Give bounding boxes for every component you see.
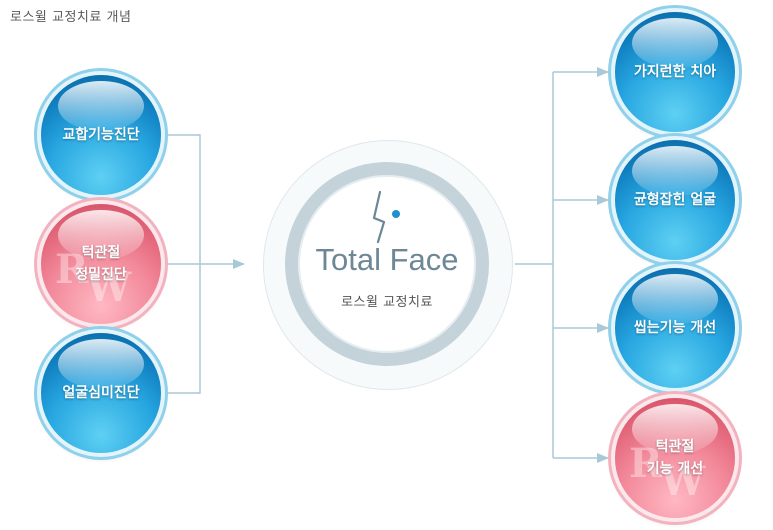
- bubble-label: 가지런한 치아: [633, 63, 717, 80]
- bubble-label: 얼굴심미진단: [62, 384, 140, 401]
- result-straight-teeth-bubble: 가지런한 치아: [615, 12, 735, 132]
- diagnosis-facial-aesthetics-bubble: 얼굴심미진단: [41, 333, 161, 453]
- connector-left-3: [162, 264, 201, 394]
- diagnosis-occlusion-bubble: 교합기능진단: [41, 75, 161, 195]
- center-title: Total Face: [315, 242, 459, 277]
- rw-watermark-icon: RW: [629, 440, 705, 505]
- center-subtitle: 로스윌 교정치료: [341, 295, 433, 310]
- result-chewing-function-bubble: 씹는기능 개선: [615, 268, 735, 388]
- bubble-label: 씹는기능 개선: [633, 319, 717, 336]
- bubble-label: 균형잡힌 얼굴: [633, 191, 717, 208]
- face-profile-logo-icon: [372, 190, 400, 244]
- page-title: 로스윌 교정치료 개념: [10, 10, 132, 25]
- connector-left-1: [162, 134, 201, 264]
- result-balanced-face-bubble: 균형잡힌 얼굴: [615, 140, 735, 260]
- bubble-label: 교합기능진단: [62, 126, 140, 143]
- rw-watermark-icon: RW: [55, 246, 131, 311]
